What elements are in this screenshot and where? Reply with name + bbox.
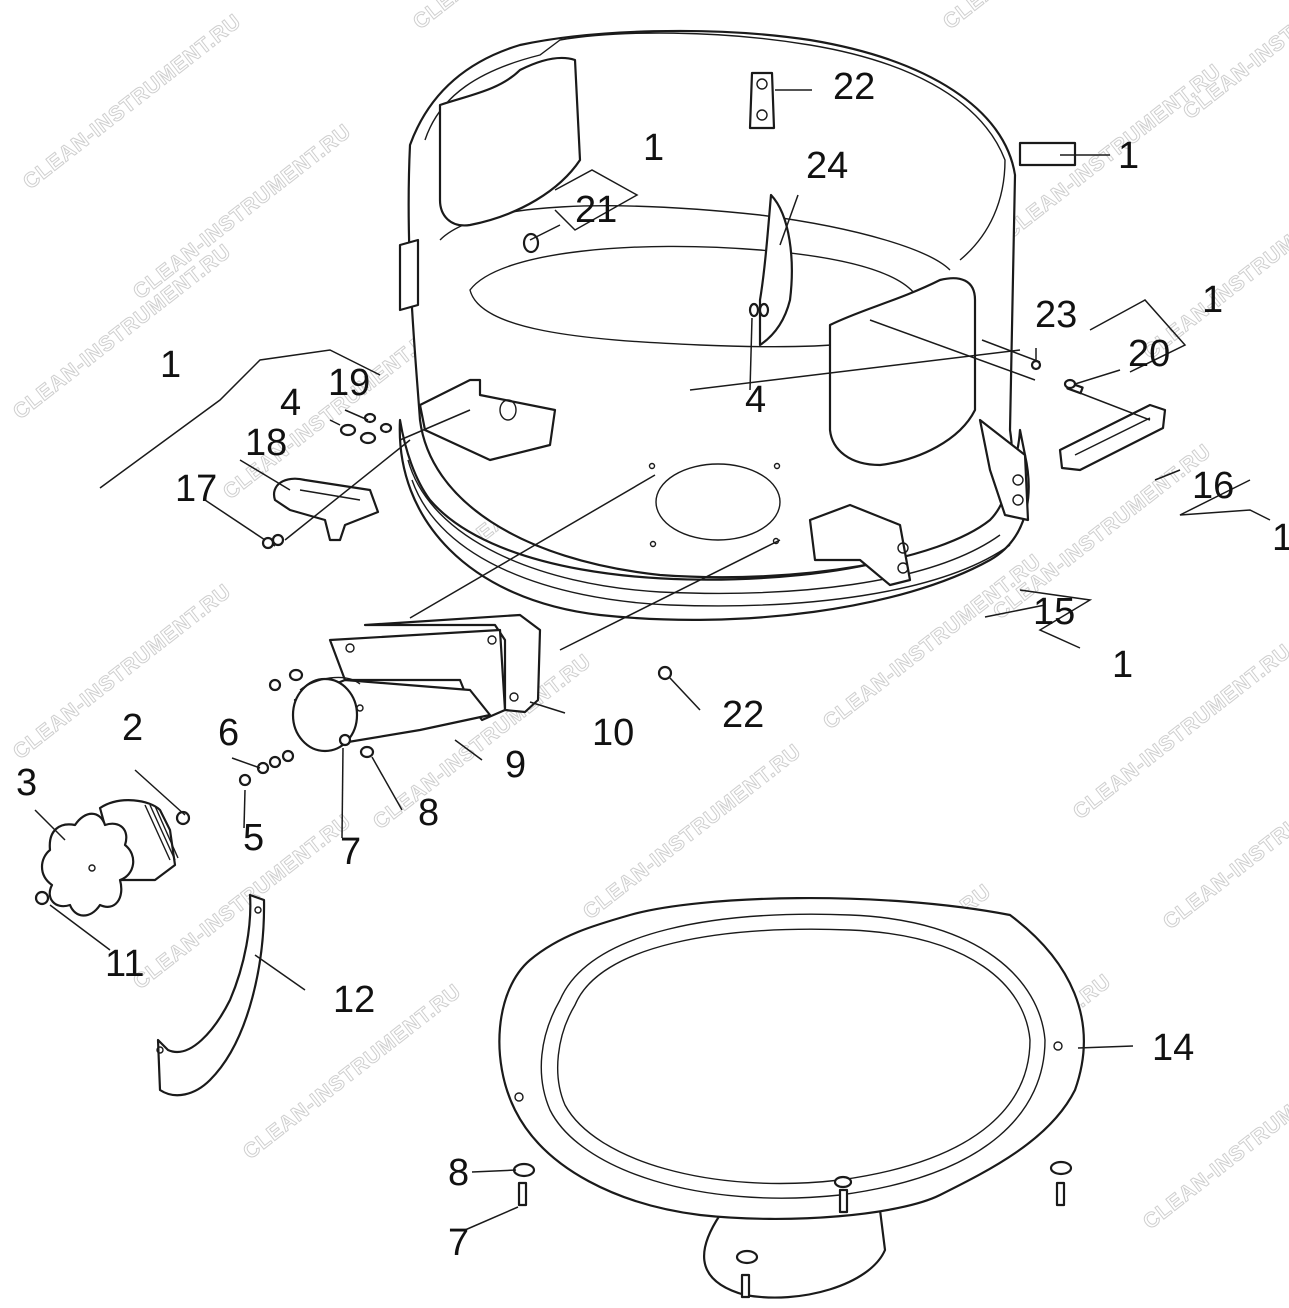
clip-part — [272, 477, 380, 542]
leader-line — [344, 409, 369, 421]
leader-line — [464, 1206, 519, 1231]
part-number-label: 1 — [643, 127, 664, 169]
part-number-label: 4 — [745, 379, 766, 421]
tank-body-part — [398, 29, 1030, 621]
part-number-label: 1 — [1202, 279, 1223, 321]
part-number-label: 12 — [333, 979, 375, 1021]
knob-cap-part — [40, 799, 179, 917]
hardware-parts — [34, 141, 1077, 906]
part-number-label: 2 — [122, 707, 143, 749]
leader-line — [341, 747, 344, 839]
leader-line — [869, 319, 1036, 381]
leader-line — [254, 954, 306, 991]
leader-line — [399, 409, 471, 441]
part-number-label: 8 — [448, 1152, 469, 1194]
leader-line — [243, 789, 246, 829]
leader-line — [981, 339, 1041, 363]
leader-line — [529, 701, 566, 714]
watermark-text: CLEAN-INSTRUMENT.RU — [1179, 0, 1289, 124]
leader-line — [1079, 392, 1151, 421]
part-number-label: 15 — [1033, 591, 1075, 633]
part-number-label: 1 — [160, 344, 181, 386]
base-ring-part — [498, 897, 1085, 1299]
part-number-label: 22 — [722, 694, 764, 736]
part-number-label: 10 — [592, 712, 634, 754]
part-number-label: 7 — [340, 831, 361, 873]
leader-line — [749, 317, 753, 391]
clamp-strap-part — [156, 893, 266, 1097]
leader-line — [99, 349, 381, 489]
bracket-part — [748, 71, 776, 130]
watermark-text: CLEAN-INSTRUMENT.RU — [939, 0, 1166, 34]
leader-line — [409, 474, 656, 619]
part-number-label: 21 — [575, 189, 617, 231]
part-number-label: 19 — [328, 362, 370, 404]
part-number-label: 7 — [448, 1222, 469, 1264]
part-number-label: 11 — [105, 943, 144, 985]
leader-line — [1179, 479, 1271, 521]
part-number-label: 23 — [1035, 294, 1077, 336]
part-number-label: 3 — [16, 762, 37, 804]
leader-line — [239, 459, 291, 491]
leader-line — [1074, 369, 1121, 385]
part-number-label: 4 — [280, 382, 301, 424]
leader-line — [371, 756, 403, 811]
leader-line — [984, 604, 1046, 618]
part-number-label: 5 — [243, 817, 264, 859]
leader-line — [34, 809, 66, 841]
part-number-label: 6 — [218, 712, 239, 754]
leader-line — [49, 904, 111, 951]
leader-line — [1019, 589, 1093, 649]
part-number-label: 20 — [1128, 333, 1170, 375]
part-number-label: 8 — [418, 792, 439, 834]
part-number-label: 22 — [833, 66, 875, 108]
inlet-pipe-part — [291, 676, 492, 753]
watermark-text: CLEAN-INSTRUMENT.RU — [579, 740, 806, 924]
latch-part — [1058, 381, 1167, 472]
leader-line — [284, 439, 411, 541]
part-number-label: 1 — [1112, 644, 1133, 686]
leader-line — [1089, 299, 1187, 373]
watermark-text: CLEAN-INSTRUMENT.RU — [19, 10, 246, 194]
leader-line — [689, 349, 1021, 391]
leader-line — [204, 499, 266, 541]
part-number-label: 24 — [806, 145, 848, 187]
leader-line — [471, 1169, 517, 1173]
watermark-text: CLEAN-INSTRUMENT.RU — [409, 0, 636, 34]
leader-line — [669, 677, 701, 711]
leader-line — [559, 539, 781, 651]
leader-line — [554, 169, 639, 231]
watermark-text: CLEAN-INSTRUMENT.RU — [129, 120, 356, 304]
leader-line — [1154, 469, 1181, 481]
watermark-text: CLEAN-INSTRUMENT.RU — [9, 240, 236, 424]
leader-line — [454, 739, 483, 761]
part-number-label: 1 — [1272, 517, 1289, 559]
watermark-text: CLEAN-INSTRUMENT.RU — [1159, 750, 1289, 934]
leader-line — [1077, 1045, 1134, 1049]
part-number-label: 14 — [1152, 1027, 1194, 1069]
leader-line — [231, 757, 261, 769]
part-number-label: 18 — [245, 422, 287, 464]
leader-lines — [34, 89, 1271, 1231]
part-number-label: 17 — [175, 468, 217, 510]
part-number-label: 9 — [505, 744, 526, 786]
part-number-label: 1 — [1118, 135, 1139, 177]
leader-line — [329, 419, 341, 426]
watermark-text: CLEAN-INSTRUMENT.RU — [1139, 1050, 1289, 1234]
part-number-label: 16 — [1192, 465, 1234, 507]
leader-line — [134, 769, 186, 816]
watermark-text: CLEAN-INSTRUMENT.RU — [1069, 640, 1289, 824]
leader-line — [529, 224, 561, 241]
leader-line — [779, 194, 799, 246]
